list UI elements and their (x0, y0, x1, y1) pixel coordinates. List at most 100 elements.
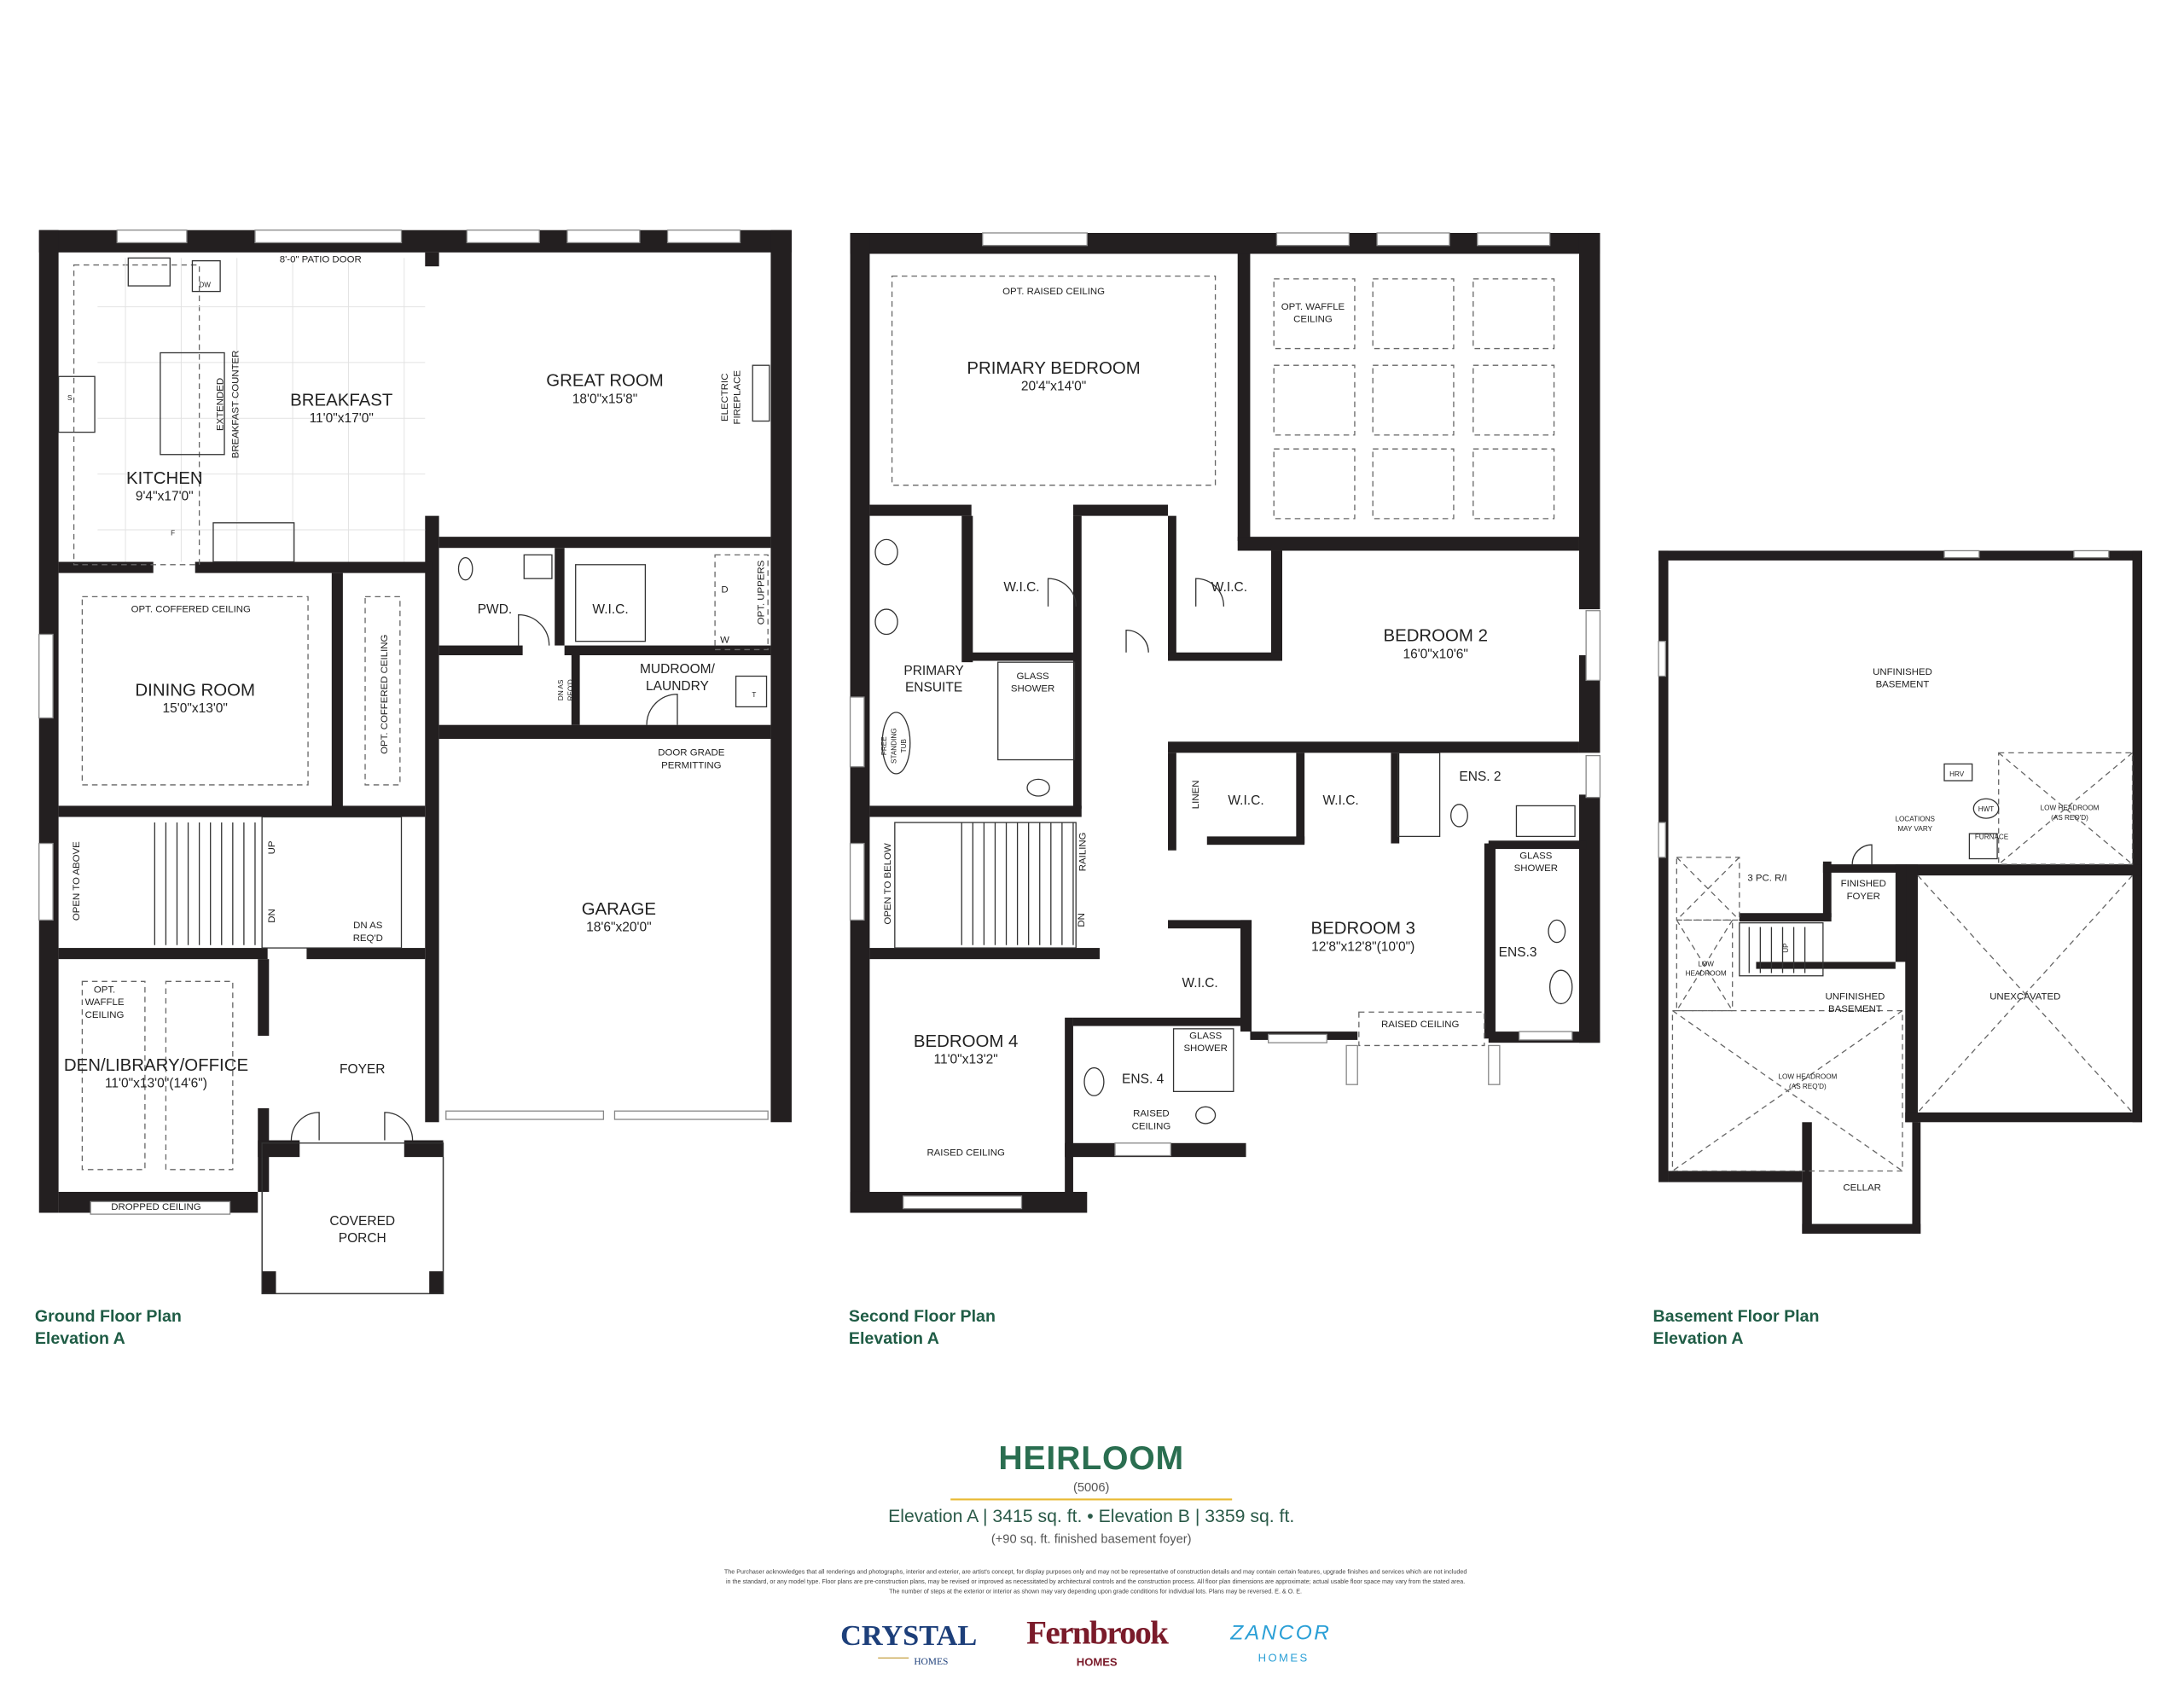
dashed-outline (714, 554, 769, 651)
window (849, 696, 865, 768)
window (1376, 232, 1450, 247)
wall (425, 252, 439, 267)
wall (425, 515, 439, 1123)
finished-foyer-1: FINISHED (1841, 879, 1886, 889)
windows (38, 230, 2110, 1215)
ground-caption-elevation: Elevation A (35, 1329, 125, 1348)
wall (1072, 1017, 1240, 1026)
window (1658, 822, 1666, 858)
model-number: (5006) (1073, 1481, 1109, 1495)
tub-label-2: STANDING (890, 728, 897, 764)
diagonal-marker (1676, 857, 1740, 921)
dashed-outline (81, 596, 309, 786)
glass-shower-1: GLASS (1017, 671, 1049, 682)
dashed-outline (1472, 364, 1555, 436)
dashed-outline (165, 980, 234, 1171)
ensuite-4-ceiling-1: RAISED (1133, 1109, 1170, 1119)
crystal-homes-logo: CRYSTAL HOMES (840, 1619, 977, 1667)
fixture-ellipse (1549, 969, 1573, 1005)
ensuite-4-label: ENS. 4 (1122, 1072, 1165, 1087)
low-headroom-left-1: LOW (1698, 960, 1714, 968)
den-waffle-2: WAFFLE (85, 997, 125, 1008)
wall (1240, 920, 1252, 1032)
unfinished-basement-1: UNFINISHED (1873, 667, 1932, 677)
linen-label: LINEN (1191, 781, 1201, 810)
glass-shower-2a: GLASS (1519, 851, 1552, 862)
fixtures (57, 257, 2000, 1294)
fixture (1172, 1028, 1234, 1093)
fixture-ellipse (1026, 778, 1050, 797)
fixture (735, 675, 768, 708)
fixture (1397, 752, 1441, 838)
window (1585, 754, 1601, 799)
door-grade-label-1: DOOR GRADE (658, 748, 724, 758)
breakfast-label: BREAKFAST (290, 392, 392, 410)
fernbrook-homes-logo: Fernbrook HOMES (1026, 1614, 1170, 1668)
bedroom-3-ceiling: RAISED CEILING (1381, 1020, 1460, 1030)
wall (1668, 1171, 1803, 1183)
second-caption-title: Second Floor Plan (849, 1307, 996, 1326)
fixture-ellipse (1972, 798, 2000, 819)
bedroom-4-label: BEDROOM 4 (914, 1032, 1018, 1051)
window (466, 230, 540, 244)
fixture (997, 661, 1076, 761)
door-swing (290, 1112, 320, 1141)
zancor-homes-logo: ZANCOR HOMES (1229, 1621, 1329, 1664)
ensuite-label-1: PRIMARY (903, 664, 964, 678)
wall (58, 805, 426, 817)
dashed-outline (1372, 448, 1455, 520)
crystal-logo-sub: HOMES (914, 1657, 948, 1667)
fixture (160, 352, 225, 456)
bedroom-3-label: BEDROOM 3 (1311, 920, 1415, 938)
tub-label-1: FREE (880, 736, 888, 755)
wall (1822, 861, 1832, 918)
wall (971, 652, 1077, 661)
wall (1578, 794, 1600, 1043)
window (982, 232, 1088, 247)
extended-counter-label: EXTENDED (215, 378, 225, 431)
porch-outline (261, 1157, 444, 1294)
den-label: DEN/LIBRARY/OFFICE (64, 1056, 248, 1075)
door-swing (518, 613, 550, 646)
window (902, 1195, 1023, 1210)
dryer-label: D (721, 584, 728, 595)
wall (1206, 836, 1305, 846)
stair-dn-label-2: DN (1077, 913, 1087, 927)
fixture (1943, 763, 1973, 782)
fixture (752, 364, 770, 422)
wall (1072, 504, 1169, 516)
wall (38, 230, 59, 1213)
wall (1578, 232, 1600, 610)
wic-c-label: W.I.C. (1182, 976, 1217, 991)
fixture (1515, 805, 1576, 838)
window (613, 1110, 769, 1120)
door-swing (1851, 844, 1873, 865)
low-headroom-right-2: (AS REQ'D) (2051, 814, 2088, 822)
elevation-areas: Elevation A | 3415 sq. ft. • Elevation B… (888, 1507, 1294, 1526)
wall (961, 515, 973, 663)
fixture (523, 554, 553, 579)
wall (869, 805, 1082, 817)
opt-uppers-label: OPT. UPPERS (756, 560, 766, 625)
kitchen-dim: 9'4"x17'0" (136, 490, 194, 504)
window (1585, 610, 1601, 682)
hall-ceiling-label: OPT. COFFERED CEILING (380, 635, 390, 754)
wall (258, 959, 270, 1036)
unfinished-basement-2: BASEMENT (1876, 680, 1930, 690)
wall (555, 548, 565, 646)
diagonal-marker (1676, 920, 1734, 1011)
garage-label: GARAGE (582, 900, 656, 919)
window (849, 842, 865, 921)
window (1519, 1031, 1573, 1041)
primary-bedroom-label: PRIMARY BEDROOM (967, 359, 1140, 378)
fridge-label: F (171, 530, 175, 538)
dashed-outline (1372, 364, 1455, 436)
wall (1905, 1112, 2142, 1123)
wall (306, 948, 426, 960)
ensuite-2-label: ENS. 2 (1459, 770, 1501, 784)
waffle-ceiling-1: OPT. WAFFLE (1281, 302, 1345, 312)
porch-label-1: COVERED (329, 1214, 395, 1229)
wic-left-label: W.I.C. (1003, 580, 1039, 595)
window (38, 842, 54, 921)
